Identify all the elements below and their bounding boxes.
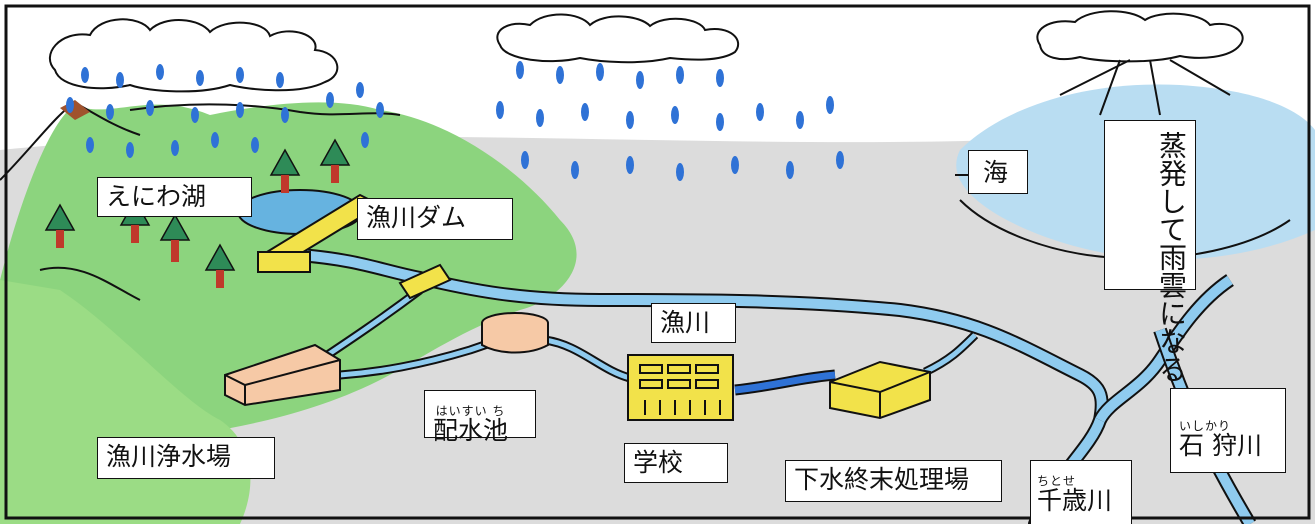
cloud-right xyxy=(1036,10,1244,63)
sea-label: 海 xyxy=(968,150,1028,194)
rain-drops xyxy=(66,61,844,181)
reservoir-text: 配水池 xyxy=(433,416,509,445)
sewage-plant-edges xyxy=(829,371,931,418)
sewage-plant-label: 下水終末処理場 xyxy=(785,460,1002,502)
river-branch xyxy=(1095,275,1233,423)
sewage-plant-building xyxy=(829,360,931,420)
reservoir-tank xyxy=(481,323,549,354)
frame-border xyxy=(4,4,1311,520)
evaporation-lines xyxy=(1059,59,1231,116)
tree xyxy=(159,213,191,262)
dam-label: 漁川ダム xyxy=(357,198,513,240)
outflow-pipe xyxy=(923,333,977,375)
chitose-river-label: ちとせ 千歳川 xyxy=(1030,460,1132,524)
pipe-to-school xyxy=(544,337,631,381)
mountain-ridge-2 xyxy=(129,103,401,116)
purification-plant-label: 漁川浄水場 xyxy=(97,437,275,479)
school-windows xyxy=(639,364,721,415)
intake-weir xyxy=(398,263,452,300)
school-label: 学校 xyxy=(624,443,728,483)
sewer-pipe xyxy=(734,371,836,394)
plant-edges xyxy=(224,359,341,405)
evaporation-label: 蒸発して雨雲になる xyxy=(1104,120,1196,383)
reservoir-label: はいすい ち 配水池 xyxy=(424,390,536,444)
tree xyxy=(204,243,236,288)
evaporation-line-1: 蒸発して xyxy=(1155,131,1188,243)
tree xyxy=(269,148,301,193)
tree xyxy=(319,138,351,183)
hill-line xyxy=(39,266,141,301)
chitose-furigana: ちとせ xyxy=(1037,474,1077,488)
chitose-text: 千歳川 xyxy=(1037,486,1113,515)
tree xyxy=(44,203,76,248)
lake-label: えにわ湖 xyxy=(97,177,252,217)
ishikari-furigana: いしかり xyxy=(1179,419,1232,433)
ishikari-text: 石 狩川 xyxy=(1179,431,1262,460)
ishikari-river-label: いしかり 石 狩川 xyxy=(1170,388,1286,473)
river-label: 漁川 xyxy=(651,303,736,343)
dam-gate xyxy=(257,251,311,273)
trees xyxy=(44,138,351,288)
cloud-center xyxy=(496,13,740,64)
evaporation-line-2: 雨雲になる xyxy=(1155,243,1188,383)
reservoir-furigana: はいすい ち xyxy=(435,404,506,418)
